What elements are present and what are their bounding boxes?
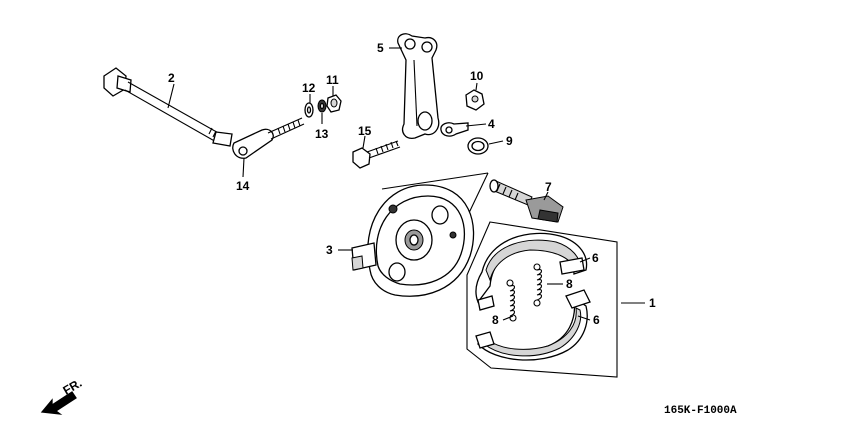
callout-4: 4 bbox=[488, 117, 495, 131]
callout-7: 7 bbox=[545, 180, 552, 194]
nut-11[interactable] bbox=[465, 89, 485, 111]
callout-15: 15 bbox=[358, 124, 372, 138]
felt-seal[interactable] bbox=[467, 137, 489, 155]
front-arrow-icon: FR. bbox=[40, 376, 85, 415]
axle-bolt[interactable] bbox=[103, 67, 233, 147]
leader-lines bbox=[167, 47, 645, 321]
return-spring-upper[interactable] bbox=[533, 263, 543, 307]
callout-5: 5 bbox=[377, 41, 384, 55]
brake-rod-joint[interactable] bbox=[232, 117, 305, 159]
callout-10: 11 bbox=[326, 73, 339, 87]
brake-panel[interactable] bbox=[351, 172, 489, 297]
callout-3: 3 bbox=[326, 243, 333, 257]
nut-10[interactable] bbox=[326, 94, 342, 113]
bolt-15[interactable] bbox=[352, 140, 401, 169]
front-arrow-label: FR. bbox=[61, 376, 85, 398]
callout-8-upper: 8 bbox=[566, 277, 573, 291]
wear-indicator-plate[interactable] bbox=[440, 122, 469, 137]
diagram-code: 165K-F1000A bbox=[664, 405, 737, 417]
callout-11: 10 bbox=[470, 69, 484, 83]
callout-2: 2 bbox=[168, 71, 175, 85]
callout-14: 14 bbox=[236, 179, 250, 193]
callout-12: 12 bbox=[302, 81, 316, 95]
brake-shoe-upper[interactable] bbox=[475, 232, 588, 311]
callout-1: 1 bbox=[649, 296, 656, 310]
callout-6-upper: 6 bbox=[592, 251, 599, 265]
washer-12[interactable] bbox=[304, 102, 314, 118]
callout-8-lower: 8 bbox=[492, 313, 499, 327]
callout-6-lower: 6 bbox=[593, 313, 600, 327]
brake-shoe-assembly[interactable] bbox=[466, 221, 618, 378]
brake-arm[interactable] bbox=[397, 33, 440, 139]
return-spring-lower[interactable] bbox=[506, 279, 517, 322]
callout-13: 13 bbox=[315, 127, 329, 141]
spring-washer-13[interactable] bbox=[317, 99, 327, 113]
callout-labels: 2 5 12 11 13 10 4 9 15 14 3 7 6 8 8 6 1 bbox=[168, 41, 656, 327]
brake-shoe-lower[interactable] bbox=[475, 289, 591, 361]
brake-cam[interactable] bbox=[489, 179, 564, 223]
callout-9: 9 bbox=[506, 134, 513, 148]
